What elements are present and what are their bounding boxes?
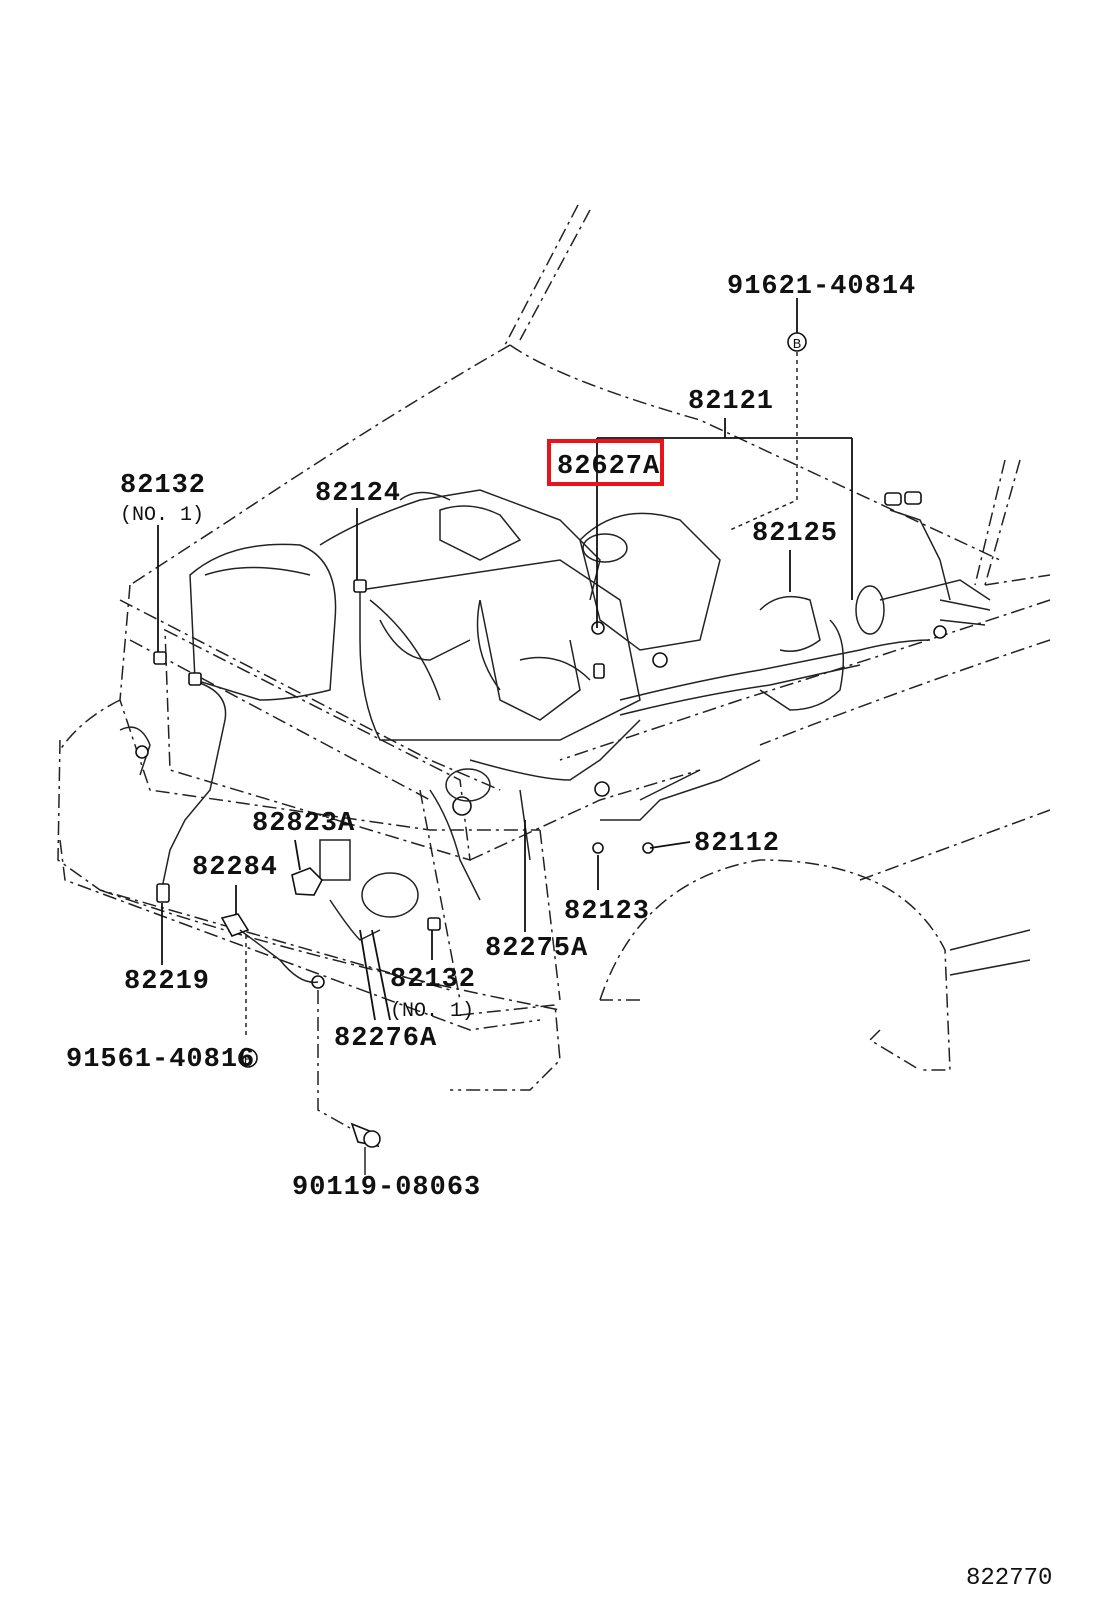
label-82132-top-sub: (NO. 1) (120, 504, 204, 527)
label-82276A[interactable]: 82276A (334, 1024, 437, 1054)
label-82132-bottom[interactable]: 82132 (390, 965, 476, 995)
label-82123[interactable]: 82123 (564, 897, 650, 927)
engine-components (119, 489, 991, 1175)
marker-b-bottom: B (238, 1048, 258, 1069)
marker-b-bottom-letter: B (244, 1053, 252, 1069)
label-91561-40816[interactable]: 91561-40816 (66, 1045, 255, 1075)
label-82823A[interactable]: 82823A (252, 809, 355, 839)
marker-b-top-letter: B (793, 337, 801, 353)
marker-b-top: B (787, 332, 807, 353)
leader-lines (157, 298, 853, 1129)
label-90119-08063[interactable]: 90119-08063 (292, 1173, 481, 1203)
label-91621-40814[interactable]: 91621-40814 (727, 272, 916, 302)
label-82112[interactable]: 82112 (694, 829, 780, 859)
highlight-box (547, 439, 664, 486)
label-82275A[interactable]: 82275A (485, 934, 588, 964)
label-82124[interactable]: 82124 (315, 479, 401, 509)
label-82121[interactable]: 82121 (688, 387, 774, 417)
vehicle-outline (57, 204, 1051, 1091)
label-82132-bottom-sub: (NO. 1) (390, 1000, 474, 1023)
label-82125[interactable]: 82125 (752, 519, 838, 549)
label-82219[interactable]: 82219 (124, 967, 210, 997)
diagram-reference-number: 822770 (966, 1565, 1052, 1592)
label-82627A[interactable]: 82627A (557, 452, 660, 482)
label-82284[interactable]: 82284 (192, 853, 278, 883)
bolt-part (350, 1122, 381, 1175)
label-82132-top[interactable]: 82132 (120, 471, 206, 501)
